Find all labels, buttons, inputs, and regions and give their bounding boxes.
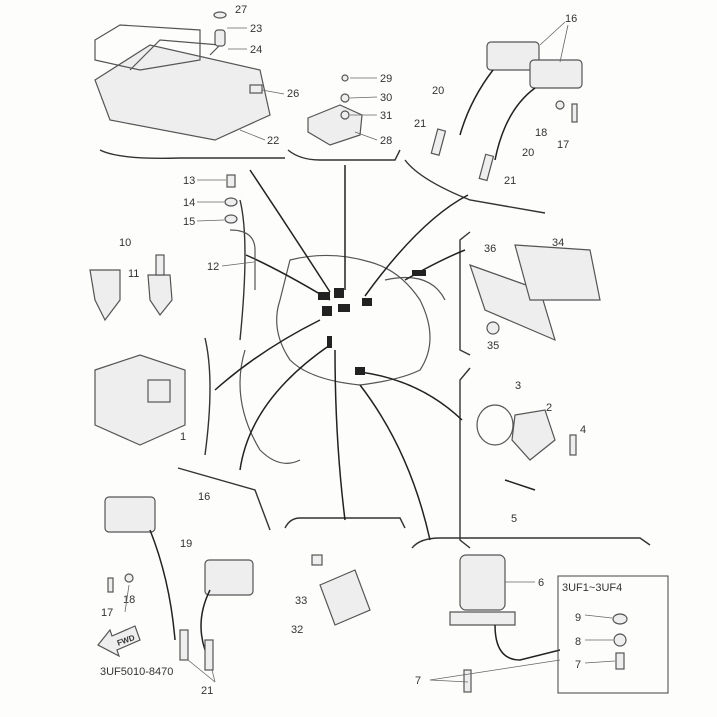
callout: 9 (575, 612, 581, 624)
callout: 34 (552, 237, 564, 249)
callout: 28 (380, 135, 392, 147)
callout: 32 (291, 624, 303, 636)
callout: 13 (183, 175, 195, 187)
ignition-coils-bottom (104, 496, 254, 671)
callout: 20 (432, 85, 444, 97)
callouts: 27 23 24 26 22 29 30 31 28 16 20 21 18 1… (101, 4, 586, 697)
callout: 33 (295, 595, 307, 607)
section-brackets (99, 149, 651, 549)
callout: 21 (414, 118, 426, 130)
switches-10-11 (89, 254, 173, 322)
leader-lines (124, 21, 569, 683)
connector-wires (214, 165, 469, 541)
callout: 17 (101, 607, 113, 619)
callout: 8 (575, 636, 581, 648)
relay-unit (94, 354, 186, 446)
callout: 29 (380, 73, 392, 85)
callout: 11 (128, 268, 139, 280)
callout: 17 (557, 139, 569, 151)
variant-box-title: 3UF1~3UF4 (562, 582, 622, 594)
callout: 18 (123, 594, 135, 606)
callout: 6 (538, 577, 544, 589)
callout: 14 (183, 197, 195, 209)
callout: 21 (504, 175, 516, 187)
parts-32-33 (311, 554, 371, 626)
callout: 5 (511, 513, 517, 525)
callout: 19 (180, 538, 192, 550)
callout: 7 (575, 659, 581, 671)
callout: 21 (201, 685, 213, 697)
callout: 20 (522, 147, 534, 159)
sensor-28 (307, 74, 363, 146)
callout: 16 (198, 491, 210, 503)
callout: 31 (380, 110, 392, 122)
solenoid-6 (449, 554, 561, 693)
callout: 18 (535, 127, 547, 139)
callout: 4 (580, 424, 586, 436)
callout: 26 (287, 88, 299, 100)
callout: 16 (565, 13, 577, 25)
fwd-arrow: FWD (97, 625, 141, 658)
callout: 7 (415, 675, 421, 687)
callout: 2 (546, 402, 552, 414)
callout: 12 (207, 261, 219, 273)
callout: 22 (267, 135, 279, 147)
ecu-unit (94, 11, 271, 141)
callout: 23 (250, 23, 262, 35)
callout: 15 (183, 216, 195, 228)
callout: 10 (119, 237, 131, 249)
sensor-2-3 (476, 404, 577, 491)
parts-12-15 (224, 174, 256, 290)
motorcycle-frame-sketch (239, 254, 446, 464)
callout: 1 (180, 431, 186, 443)
callout: 3 (515, 380, 521, 392)
callout: 36 (484, 243, 496, 255)
callout: 24 (250, 44, 262, 56)
callout: 27 (235, 4, 247, 16)
callout: 30 (380, 92, 392, 104)
ignition-coils-top (430, 41, 583, 182)
callout: 35 (487, 340, 499, 352)
lens-parts (469, 244, 601, 342)
part-code: 3UF5010-8470 (100, 666, 173, 678)
variant-box: 3UF1~3UF4 (557, 575, 669, 694)
